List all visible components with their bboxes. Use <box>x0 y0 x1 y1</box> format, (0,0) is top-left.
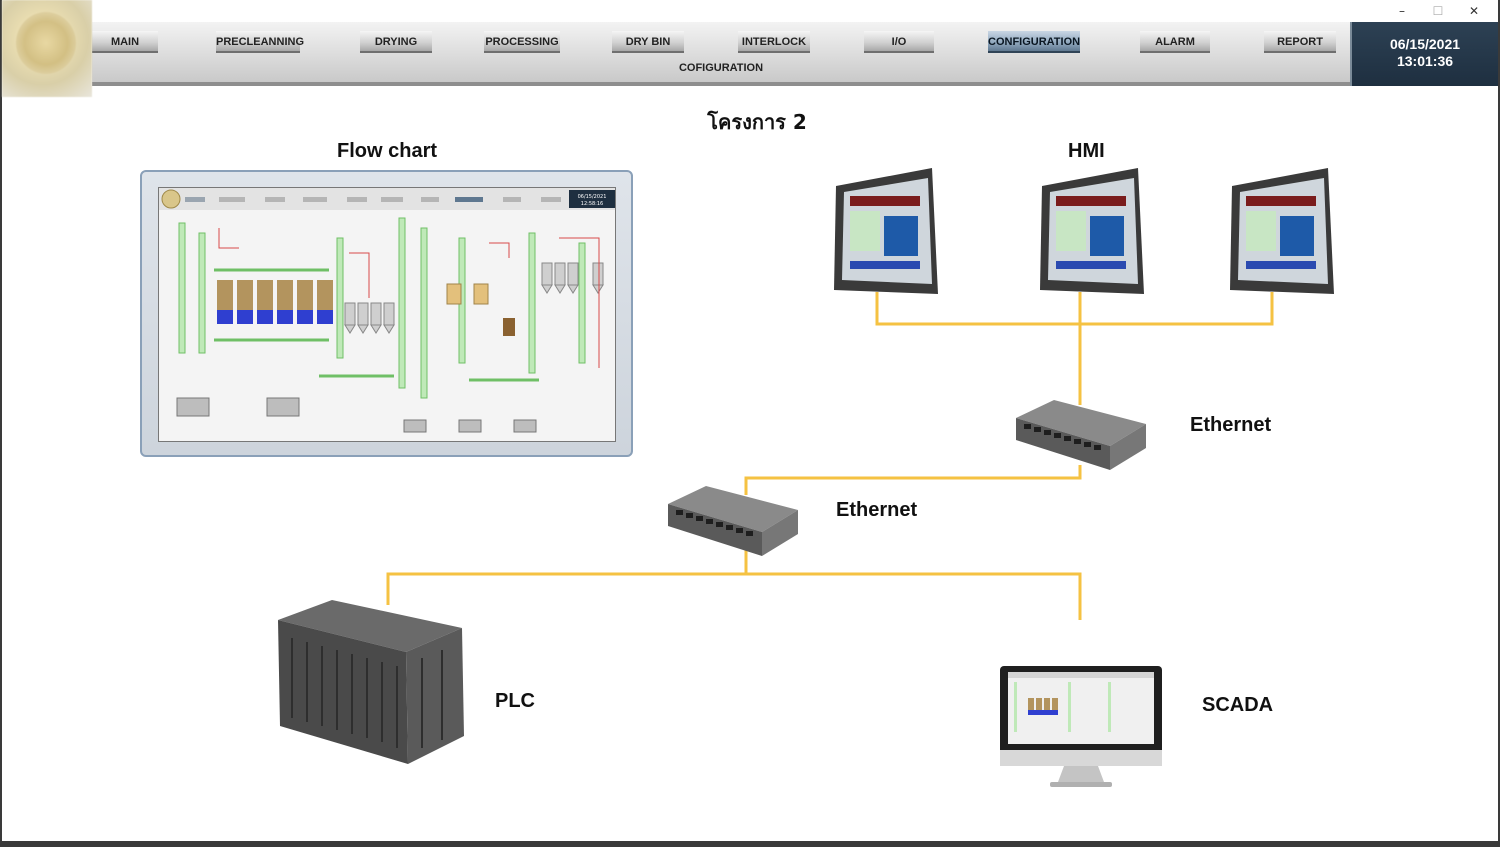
nav-dry-bin[interactable]: DRY BIN <box>612 31 684 53</box>
project-title: โครงการ 2 <box>707 110 807 134</box>
nav-report[interactable]: REPORT <box>1264 31 1336 53</box>
nav-alarm[interactable]: ALARM <box>1140 31 1210 53</box>
nav-processing[interactable]: PROCESSING <box>484 31 560 53</box>
company-logo <box>2 0 92 97</box>
scada-monitor[interactable] <box>998 664 1166 790</box>
hmi-panel-1[interactable] <box>832 166 942 302</box>
mini-time: 12:58:16 <box>581 201 603 207</box>
nav-bar: MAIN PRECLEANNING DRYING PROCESSING DRY … <box>92 22 1350 86</box>
nav-io[interactable]: I/O <box>864 31 934 53</box>
ethernet-switch-label-lower: Ethernet <box>836 499 918 521</box>
nav-configuration[interactable]: CONFIGURATION <box>988 31 1080 53</box>
minimize-icon[interactable]: – <box>1399 4 1405 18</box>
scada-label: SCADA <box>1202 694 1274 716</box>
clock-date: 06/15/2021 <box>1389 36 1461 52</box>
plc-device[interactable] <box>272 598 468 768</box>
nav-drying[interactable]: DRYING <box>360 31 432 53</box>
maximize-icon[interactable]: ☐ <box>1432 4 1444 18</box>
nav-precleanning[interactable]: PRECLEANNING <box>216 31 304 53</box>
hmi-panel-3[interactable] <box>1228 166 1338 302</box>
flowchart-diagram: 06/15/2021 12:58:16 <box>159 188 615 433</box>
ethernet-switch-upper[interactable] <box>1014 398 1149 474</box>
ethernet-switch-label-upper: Ethernet <box>1190 414 1272 436</box>
page-subtitle: COFIGURATION <box>678 62 764 74</box>
nav-interlock[interactable]: INTERLOCK <box>738 31 810 53</box>
hmi-panel-2[interactable] <box>1038 166 1148 302</box>
clock-time: 13:01:36 <box>1396 53 1454 69</box>
nav-main[interactable]: MAIN <box>92 31 158 53</box>
mini-date: 06/15/2021 <box>578 194 607 200</box>
flowchart-label: Flow chart <box>337 140 438 162</box>
bottom-border <box>2 841 1500 847</box>
flowchart-preview[interactable]: 06/15/2021 12:58:16 <box>140 170 633 457</box>
datetime-display: 06/15/2021 13:01:36 <box>1350 22 1498 86</box>
hmi-label: HMI <box>1068 140 1105 162</box>
ethernet-switch-lower[interactable] <box>666 484 801 560</box>
window-controls: – ☐ ✕ <box>1384 2 1492 20</box>
plc-label: PLC <box>495 690 535 712</box>
flowchart-screen: 06/15/2021 12:58:16 <box>158 187 616 442</box>
close-icon[interactable]: ✕ <box>1468 4 1480 18</box>
